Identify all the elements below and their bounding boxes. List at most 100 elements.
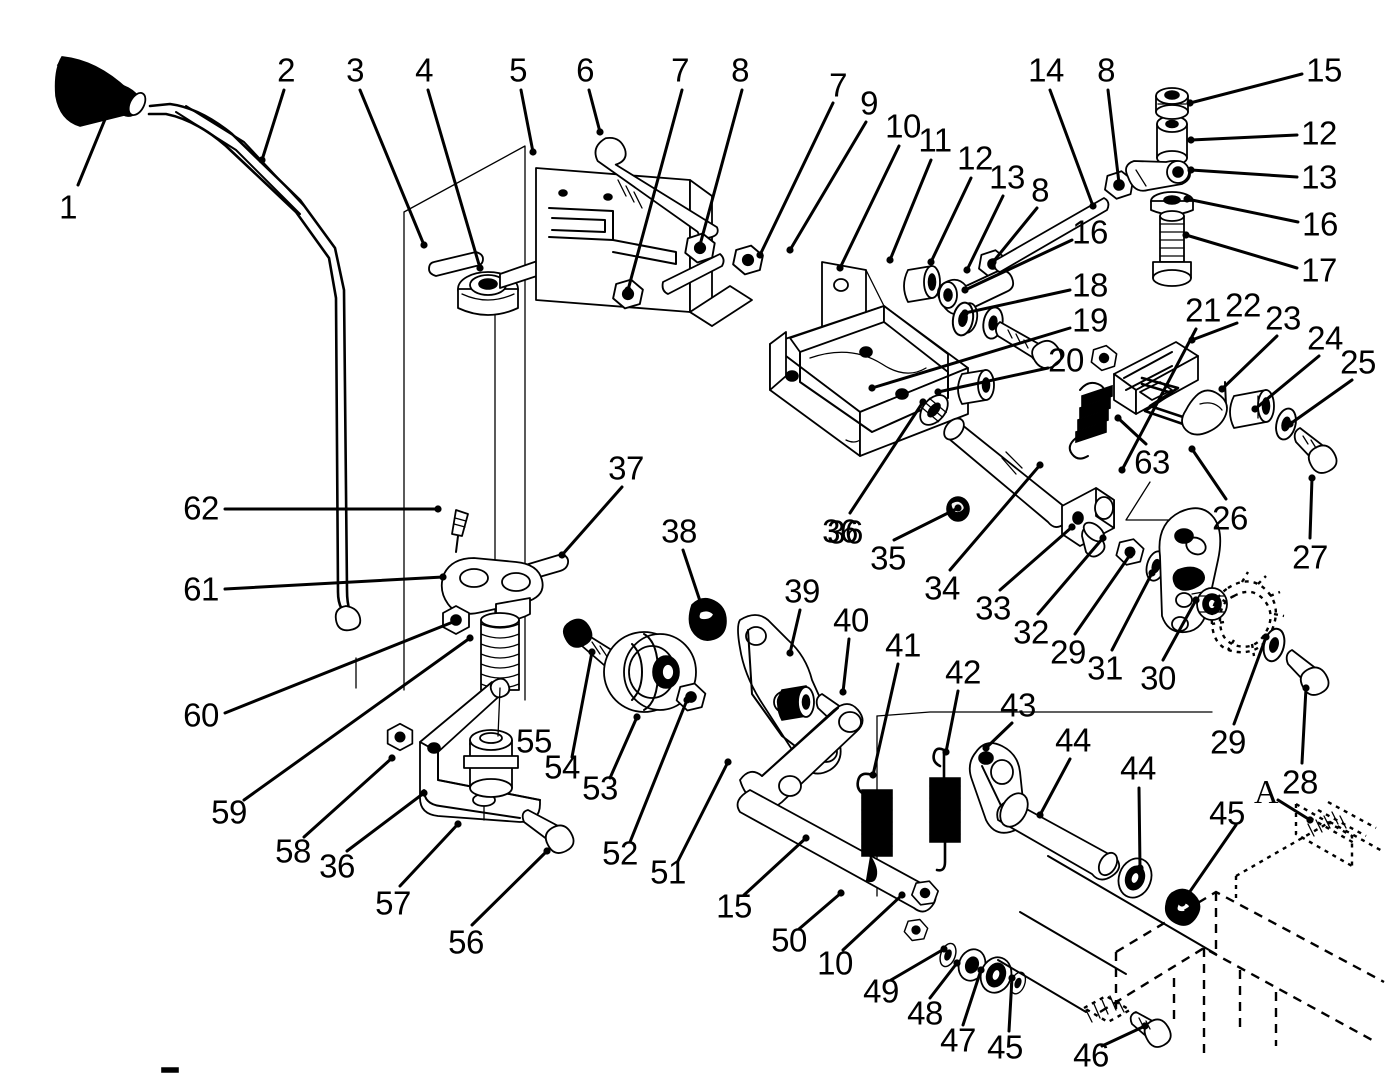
leader-line-61 [223, 575, 445, 591]
leader-line-42 [944, 689, 960, 754]
callout-number-41: 41 [885, 626, 921, 664]
leader-tip-56 [543, 847, 551, 855]
leader-line-7 [758, 101, 835, 257]
leader-line-11 [888, 158, 933, 262]
leader-tip-8 [696, 241, 704, 249]
part-63-spring [1068, 381, 1113, 460]
leader-tip-27 [1308, 474, 1316, 482]
leader-line-14 [1048, 88, 1095, 208]
part-7-locknut-b [730, 241, 766, 279]
callout-number-53: 53 [582, 769, 618, 807]
leader-tip-4 [476, 264, 484, 272]
leader-tip-61 [439, 573, 447, 581]
callout-number-16: 16 [1302, 205, 1338, 243]
phantom-solid-edges [997, 855, 1217, 1013]
part-46-bolt [1129, 1011, 1172, 1048]
leader-tip-36 [919, 398, 927, 406]
leader-tip-5 [529, 148, 537, 156]
leader-line-8 [991, 206, 1039, 264]
callout-number-46: 46 [1073, 1036, 1109, 1074]
callout-number-37: 37 [608, 449, 644, 487]
callout-number-36: 36 [822, 512, 858, 550]
callout-number-12: 12 [957, 139, 993, 177]
leader-line-36 [848, 400, 925, 515]
part-53-pulley [603, 631, 697, 713]
leader-tip-10 [898, 891, 906, 899]
leader-tip-35 [954, 504, 962, 512]
leader-tip-17 [1182, 231, 1190, 239]
page-tick-mark [161, 1067, 179, 1073]
callout-number-29: 29 [1050, 633, 1086, 671]
callout-number-12: 12 [1301, 114, 1337, 152]
leader-tip-43 [982, 744, 990, 752]
leader-tip-42 [942, 748, 950, 756]
leader-line-10 [838, 144, 901, 270]
leader-tip-54 [588, 648, 596, 656]
leader-line-26 [1190, 447, 1228, 501]
leader-tip-24 [1251, 405, 1259, 413]
leader-line-45 [1007, 976, 1014, 1033]
part-50-cross-arm [736, 703, 937, 913]
leader-line-44 [1137, 786, 1142, 870]
leader-tip-38 [698, 603, 706, 611]
leader-line-40 [841, 637, 851, 694]
part-29-hub [1196, 587, 1228, 621]
callout-number-5: 5 [509, 51, 527, 89]
leader-tip-13 [1187, 166, 1195, 174]
leader-tip-36 [420, 789, 428, 797]
callout-number-23: 23 [1265, 299, 1301, 337]
leader-tip-29 [1262, 633, 1270, 641]
leader-line-22 [1190, 321, 1239, 342]
leader-tip-51 [724, 758, 732, 766]
leader-tip-44 [1136, 864, 1144, 872]
callout-number-27: 27 [1292, 538, 1328, 576]
callout-number-13: 13 [1301, 158, 1337, 196]
callout-number-18: 18 [1072, 266, 1108, 304]
part-62-screw [451, 509, 469, 553]
callout-number-55: 55 [516, 722, 552, 760]
leader-tip-46 [1141, 1022, 1149, 1030]
leader-line-17 [1184, 233, 1299, 270]
leader-tip-22 [1188, 336, 1196, 344]
leader-tip-26 [1188, 445, 1196, 453]
callout-number-50: 50 [771, 921, 807, 959]
callout-number-22: 22 [1225, 286, 1261, 324]
callout-number-21: 21 [1185, 291, 1221, 329]
callout-number-42: 42 [945, 653, 981, 691]
callout-number-9: 9 [860, 84, 878, 122]
part-38-pin [688, 597, 727, 641]
part-21-nut [1089, 342, 1119, 374]
callout-number-36: 36 [319, 847, 355, 885]
leader-tip-14 [1089, 202, 1097, 210]
leader-line-29 [1073, 553, 1132, 636]
part-56-bolt [521, 809, 575, 854]
leader-tip-23 [1218, 385, 1226, 393]
part-28-phantom-sector [1210, 571, 1285, 657]
callout-number-29: 29 [1210, 723, 1246, 761]
callout-number-6: 6 [576, 51, 594, 89]
leader-line-45 [1180, 823, 1238, 905]
leader-line-33 [998, 525, 1074, 592]
callout-number-54: 54 [544, 748, 580, 786]
callout-number-45: 45 [1209, 794, 1245, 832]
leader-line-20 [936, 366, 1050, 394]
callout-number-13: 13 [989, 158, 1025, 196]
callout-number-1: 1 [59, 188, 77, 226]
leader-line-41 [871, 662, 900, 777]
leader-tip-9 [786, 246, 794, 254]
leader-line-46 [1100, 1024, 1147, 1048]
leader-line-56 [470, 849, 549, 927]
leader-line-48 [928, 961, 959, 1000]
leader-line-54 [570, 650, 594, 759]
leader-tip-33 [1068, 523, 1076, 531]
leader-tip-10 [836, 264, 844, 272]
leader-line-38 [681, 548, 704, 609]
callout-number-52: 52 [602, 834, 638, 872]
part-3-pin [428, 251, 484, 277]
leader-tip-25 [1286, 420, 1294, 428]
part-15-nut-top [1155, 87, 1189, 120]
callout-number-8: 8 [1031, 171, 1049, 209]
leader-tip-12 [927, 258, 935, 266]
